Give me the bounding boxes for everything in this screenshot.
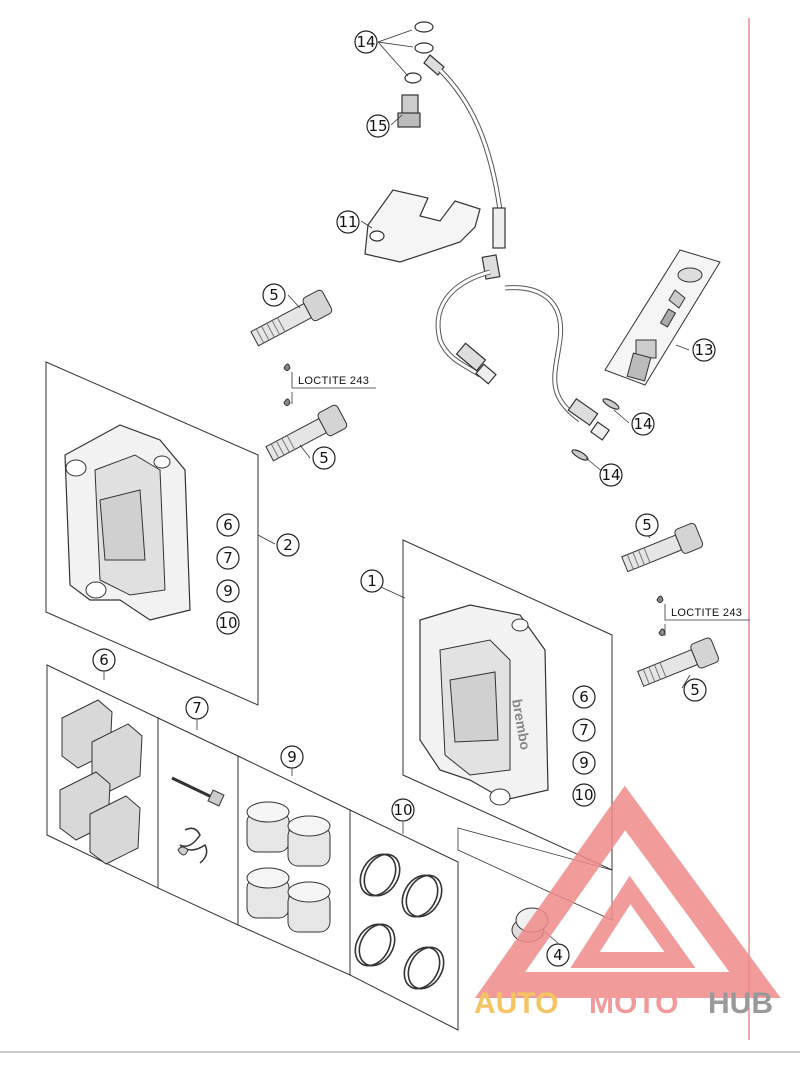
svg-text:5: 5 xyxy=(319,449,329,467)
pin-clip-panel xyxy=(157,717,239,926)
svg-text:6: 6 xyxy=(579,688,589,706)
svg-text:14: 14 xyxy=(601,466,620,484)
callout-7-c: 7 xyxy=(185,696,209,720)
brake-pads-panel xyxy=(46,664,159,889)
callout-14-mid: 14 xyxy=(631,412,655,436)
callout-9-a: 9 xyxy=(216,579,240,603)
svg-text:7: 7 xyxy=(223,549,233,567)
callout-5-a: 5 xyxy=(262,283,286,307)
svg-text:6: 6 xyxy=(99,651,109,669)
svg-text:5: 5 xyxy=(642,516,652,534)
svg-text:4: 4 xyxy=(553,946,563,964)
callout-10-c: 10 xyxy=(391,798,415,822)
callout-7-a: 7 xyxy=(216,546,240,570)
callout-2: 2 xyxy=(276,533,300,557)
callout-4: 4 xyxy=(546,943,570,967)
callout-10-a: 10 xyxy=(216,611,240,635)
left-caliper-panel xyxy=(45,361,259,706)
svg-text:5: 5 xyxy=(690,681,700,699)
svg-text:10: 10 xyxy=(574,786,593,804)
callout-5-c: 5 xyxy=(635,513,659,537)
bleeder-valve-kit xyxy=(604,249,721,386)
callout-5-d: 5 xyxy=(683,678,707,702)
callout-9-c: 9 xyxy=(280,745,304,769)
svg-text:11: 11 xyxy=(338,213,357,231)
watermark-text: AUTO MOTO HUB xyxy=(474,987,773,1020)
svg-text:15: 15 xyxy=(368,117,387,135)
seals-panel xyxy=(349,809,459,1031)
brake-hose-assembly xyxy=(364,21,620,461)
callouts: 14 15 11 13 14 14 5 5 2 6 7 9 10 1 5 5 6… xyxy=(92,30,716,967)
callout-7-b: 7 xyxy=(572,718,596,742)
svg-text:2: 2 xyxy=(283,536,293,554)
callout-11: 11 xyxy=(336,210,360,234)
loctite-note-right: LOCTITE 243 xyxy=(671,607,742,619)
callout-6-c: 6 xyxy=(92,648,116,672)
svg-text:7: 7 xyxy=(579,721,589,739)
pistons-panel xyxy=(237,755,351,976)
callout-1: 1 xyxy=(360,569,384,593)
svg-text:13: 13 xyxy=(694,341,713,359)
callout-6-a: 6 xyxy=(216,513,240,537)
callout-14-top: 14 xyxy=(354,30,378,54)
svg-text:6: 6 xyxy=(223,516,233,534)
svg-text:14: 14 xyxy=(633,415,652,433)
callout-13: 13 xyxy=(692,338,716,362)
callout-15: 15 xyxy=(366,114,390,138)
svg-text:9: 9 xyxy=(287,748,297,766)
mounting-bolts xyxy=(250,289,720,687)
svg-text:5: 5 xyxy=(269,286,279,304)
svg-text:1: 1 xyxy=(367,572,377,590)
svg-text:9: 9 xyxy=(579,754,589,772)
callout-14-low: 14 xyxy=(599,463,623,487)
loctite-note-left: LOCTITE 243 xyxy=(298,375,369,387)
watermark-auto: AUTO xyxy=(474,987,558,1020)
callout-6-b: 6 xyxy=(572,685,596,709)
watermark-hub: HUB xyxy=(708,987,773,1020)
watermark-logo xyxy=(474,785,781,998)
watermark-moto: MOTO xyxy=(589,987,678,1020)
loctite-leaders xyxy=(291,372,750,636)
svg-text:14: 14 xyxy=(356,33,375,51)
svg-text:7: 7 xyxy=(192,699,202,717)
callout-5-b: 5 xyxy=(312,446,336,470)
right-caliper-panel: brembo xyxy=(402,539,613,871)
svg-text:9: 9 xyxy=(223,582,233,600)
watermark-triangle xyxy=(474,785,781,998)
callout-10-b: 10 xyxy=(572,783,596,807)
callout-9-b: 9 xyxy=(572,751,596,775)
svg-text:10: 10 xyxy=(218,614,237,632)
svg-text:10: 10 xyxy=(393,801,412,819)
